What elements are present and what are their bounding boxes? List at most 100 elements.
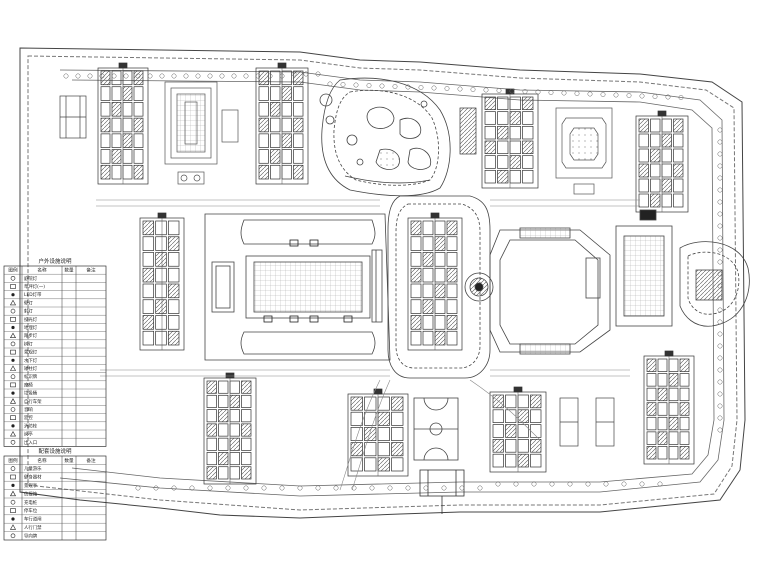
gate-icon [9,430,17,437]
tree-symbol [717,175,723,181]
tree-symbol [171,73,177,79]
residential-building [635,110,689,213]
tree-symbol [717,427,723,433]
tree-symbol [366,83,372,88]
hydrant-icon [11,424,15,428]
tree-symbol [717,259,723,265]
tree-symbol [405,485,411,491]
tree-symbol [483,87,489,93]
tree-symbol [496,88,502,93]
tree-symbol [431,85,437,91]
tree-symbol [297,485,303,491]
amenity-legend-table: 配套设施说明图例名称数量备注儿童游乐健身器材景观亭信报箱充电桩停车位车行道闸人行… [3,447,107,541]
legend-item-name: 景观亭 [24,482,38,489]
bollard-icon [9,365,17,371]
legend-item-name: LED灯带 [24,291,42,298]
residential-building [347,388,409,477]
tree-symbol [261,485,267,491]
residential-building [255,62,309,185]
mailbox-icon [9,490,17,497]
step-light-icon [9,332,17,338]
tree-symbol [717,283,723,289]
legend-item-name: 水下灯 [24,357,38,364]
tree-symbol [441,485,447,491]
tree-symbol [652,94,658,99]
tree-symbol [717,223,723,229]
legend-title: 配套设施说明 [38,447,72,455]
tree-symbol [549,481,555,487]
tree-symbol [717,343,723,349]
flood-light-icon [10,316,16,322]
courtyard-top-right [555,107,613,195]
tree-symbol [717,331,723,337]
tree-symbol [392,84,398,89]
tree-symbol [717,247,723,253]
tree-symbol [387,485,393,491]
tree-symbol [159,73,165,79]
tree-symbol [457,86,463,92]
legend-item-name: 人行门禁 [24,524,42,531]
legend-item-name: 草坪灯(一) [24,283,45,290]
tree-symbol [567,481,573,487]
main-entrance [419,469,465,514]
legend-item-name: 车行道闸 [24,516,42,523]
residential-building [203,372,257,485]
tree-symbol [231,73,237,79]
residential-buildings [97,62,695,485]
legend-item-name: 矮柱灯 [24,365,38,372]
underwater-light-icon [11,358,15,362]
legend-header: 图例 [8,267,18,274]
sign-icon [10,374,16,380]
tree-symbol [495,481,501,487]
tree-symbol [522,89,528,94]
central-garden-top [319,77,451,197]
legend-item-name: 出入口 [24,439,37,446]
led-strip-icon [11,293,15,297]
tree-symbol [717,163,723,169]
tree-symbol [717,295,723,301]
tree-symbol [135,73,141,79]
tree-symbol [207,485,213,491]
tree-symbol [548,90,554,95]
legend-header: 备注 [86,457,96,464]
courtyard-top-left [164,81,239,185]
central-plaza-left [204,213,391,361]
fitness-icon [10,474,16,480]
tree-symbol [418,85,424,90]
legend-item-name: 自行车架 [24,398,42,405]
camera-icon [10,415,16,421]
tree-symbol [535,89,541,95]
legend-item-name: 充电桩 [24,499,38,506]
tree-symbol [243,73,249,79]
tree-symbol [327,81,333,87]
tree-symbol [353,82,359,88]
pavilion-icon [11,483,15,487]
tree-symbol [333,485,339,491]
tree-symbol [75,73,81,79]
tree-symbol [351,485,357,491]
internal-roads [96,199,640,491]
legend-item-name: 投光灯 [24,316,38,323]
charging-icon [10,499,16,505]
garden-light-icon [10,349,16,355]
bike-rack-icon [9,398,17,404]
legend-item-name: 停车位 [24,507,38,514]
tree-symbol [717,379,723,385]
legend-header: 图例 [8,457,18,464]
tree-symbol [717,151,723,157]
tree-symbol [717,415,723,421]
residential-building [643,350,695,465]
legend-header: 数量 [64,267,74,274]
uplight-icon [11,325,15,330]
tree-symbol [717,127,723,133]
tree-symbol [135,485,141,491]
tree-symbol [585,481,591,487]
tree-symbol [717,139,723,145]
tree-symbol [111,73,117,79]
legend-item-name: 岗亭 [24,431,33,438]
tree-symbol [303,71,309,77]
facility-legend-table: 户外设施说明图例名称数量备注庭院灯草坪灯(一)LED灯带壁灯射灯投光灯地埋灯踏步… [3,257,107,447]
tree-symbol [717,199,723,205]
legend-title: 户外设施说明 [38,257,72,265]
